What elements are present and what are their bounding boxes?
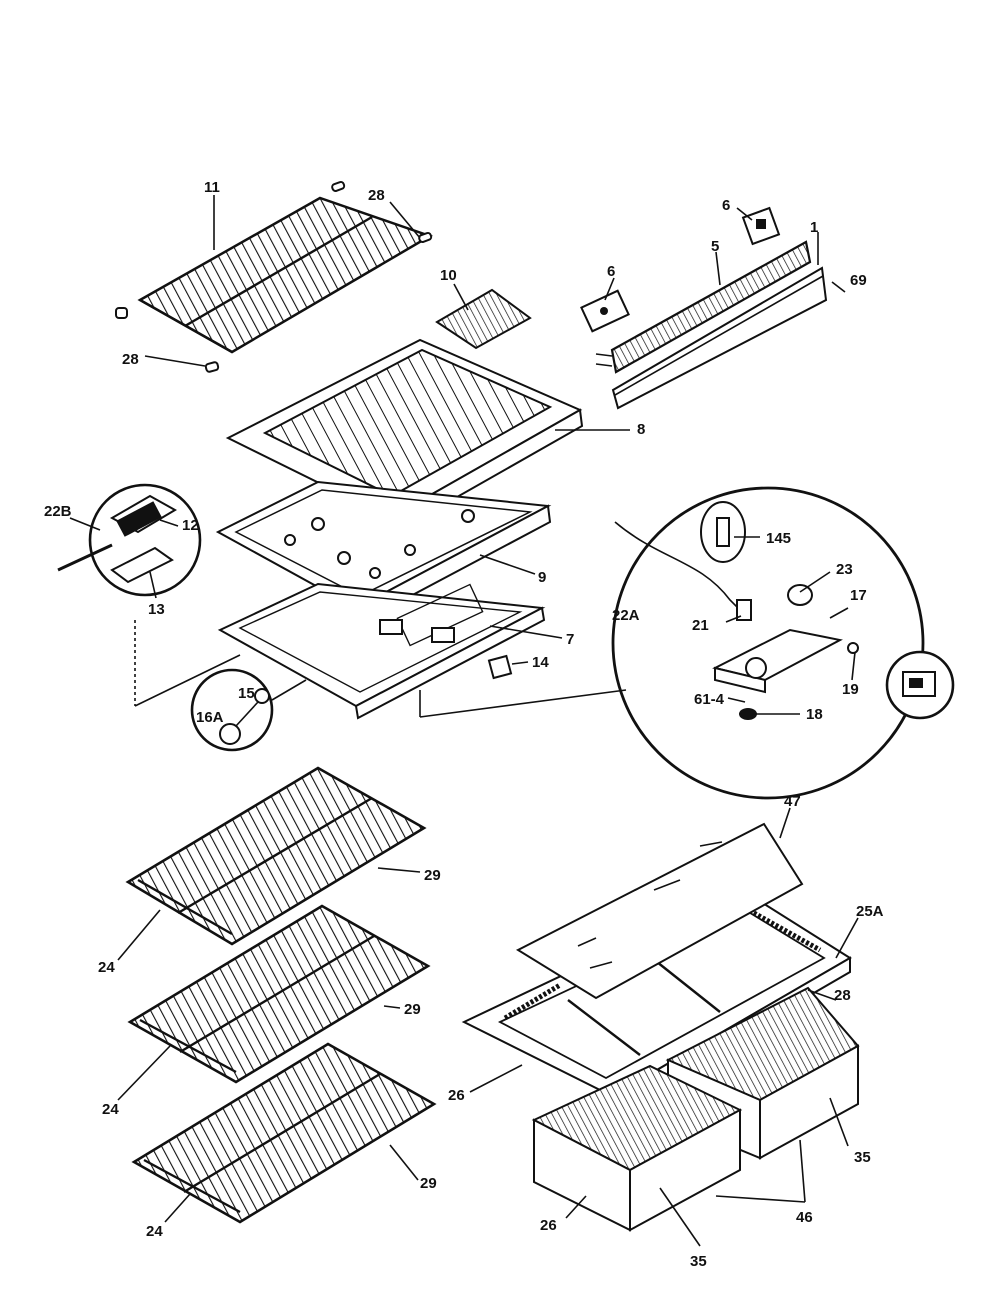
label-9: 9 xyxy=(538,569,546,586)
freezer-wire-shelf xyxy=(137,196,433,354)
label-22A: 22A xyxy=(612,607,640,624)
crisper-drawer-right xyxy=(665,986,860,1160)
label-leaders xyxy=(69,195,859,1247)
label-16A: 16A xyxy=(196,709,224,726)
label-8: 8 xyxy=(637,421,645,438)
label-61-4: 61-4 xyxy=(694,691,725,708)
label-35: 35 xyxy=(690,1253,707,1270)
label-145: 145 xyxy=(766,530,791,547)
freezer-bottom-panel xyxy=(217,582,546,720)
label-17: 17 xyxy=(850,587,867,604)
label-1: 1 xyxy=(810,219,818,236)
ice-tray-basket xyxy=(435,288,532,350)
label-29: 29 xyxy=(420,1175,437,1192)
label-28: 28 xyxy=(834,987,851,1004)
label-28: 28 xyxy=(122,351,139,368)
crisper-glass-cover xyxy=(515,822,804,1000)
detail-callout-switch xyxy=(885,650,955,720)
wire-shelf-1 xyxy=(125,766,427,946)
label-11: 11 xyxy=(204,179,220,196)
crisper-drawer-left xyxy=(531,1064,743,1232)
label-21: 21 xyxy=(692,617,709,634)
label-10: 10 xyxy=(440,267,457,284)
label-5: 5 xyxy=(711,238,719,255)
part-labels: 11 28 28 10 6 6 5 1 69 8 22B 12 13 9 7 1… xyxy=(44,179,884,1270)
shelf-support-clips xyxy=(115,180,433,373)
wire-shelf-3 xyxy=(131,1042,437,1224)
label-26: 26 xyxy=(540,1217,557,1234)
part-14-damper xyxy=(487,654,513,680)
detail-callout-control xyxy=(611,486,925,800)
label-29: 29 xyxy=(404,1001,421,1018)
label-25A: 25A xyxy=(856,903,884,920)
label-7: 7 xyxy=(566,631,574,648)
wire-shelf-2 xyxy=(127,904,431,1084)
trim-strip-and-rail xyxy=(580,206,828,410)
label-6: 6 xyxy=(607,263,615,280)
label-29: 29 xyxy=(424,867,441,884)
label-24: 24 xyxy=(146,1223,163,1240)
label-24: 24 xyxy=(98,959,115,976)
label-13: 13 xyxy=(148,601,165,618)
label-15: 15 xyxy=(238,685,255,702)
label-26: 26 xyxy=(448,1087,465,1104)
label-19: 19 xyxy=(842,681,859,698)
label-18: 18 xyxy=(806,706,823,723)
label-47: 47 xyxy=(784,793,801,810)
label-28: 28 xyxy=(368,187,385,204)
label-24: 24 xyxy=(102,1101,119,1118)
label-12: 12 xyxy=(182,517,199,534)
label-14: 14 xyxy=(532,654,549,671)
assembly-leader-lines xyxy=(134,620,627,718)
label-69: 69 xyxy=(850,272,867,289)
label-22B: 22B xyxy=(44,503,72,520)
detail-callout-light xyxy=(190,668,274,752)
label-6: 6 xyxy=(722,197,730,214)
label-23: 23 xyxy=(836,561,853,578)
detail-callout-left xyxy=(57,483,202,597)
label-46: 46 xyxy=(796,1209,813,1226)
label-35: 35 xyxy=(854,1149,871,1166)
